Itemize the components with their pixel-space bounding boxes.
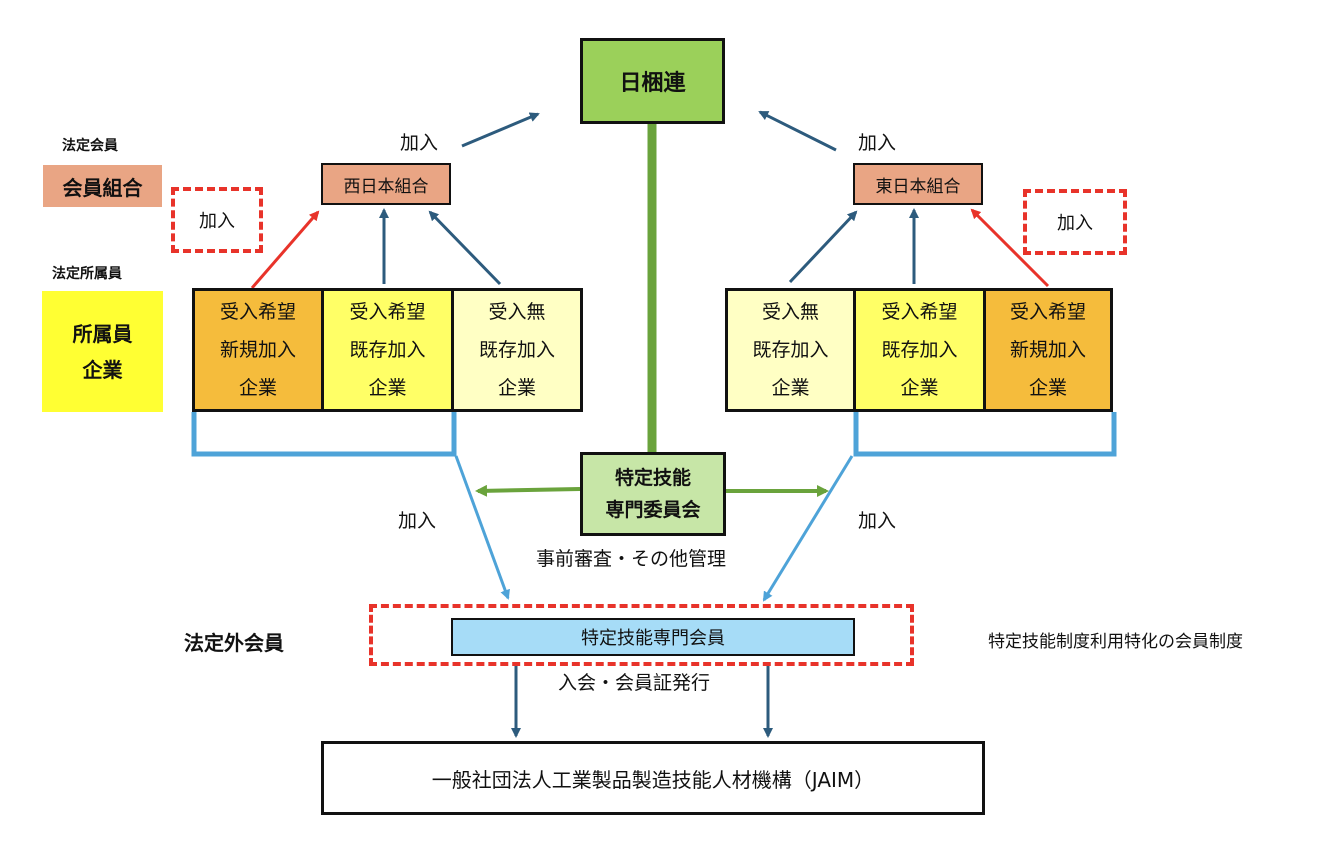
west-dashed-join-box: 加入 — [171, 187, 263, 253]
arrow-east-c1 — [788, 210, 858, 284]
member-caption: 入会・会員証発行 — [558, 672, 711, 694]
shozokuin-line2: 企業 — [82, 357, 123, 382]
west-lower-join-label: 加入 — [398, 510, 437, 532]
non-statutory-label: 法定外会員 — [184, 631, 284, 655]
west-company-3-l3: 企業 — [497, 377, 536, 399]
committee-box: 特定技能 専門委員会 — [580, 452, 726, 536]
west-union-label: 西日本組合 — [343, 176, 429, 197]
east-company-3: 受入希望 新規加入 企業 — [983, 288, 1113, 412]
west-company-2: 受入希望 既存加入 企業 — [321, 288, 454, 412]
east-bracket — [853, 412, 1117, 457]
member-box-label: 特定技能専門会員 — [581, 628, 725, 649]
east-company-2-l1: 受入希望 — [881, 301, 958, 323]
west-dashed-join-label: 加入 — [199, 211, 235, 232]
arrow-west-c1 — [250, 210, 320, 289]
arrow-west-to-nikkonren — [461, 112, 540, 148]
west-company-3-l2: 既存加入 — [478, 339, 555, 361]
committee-caption: 事前審査・その他管理 — [536, 548, 727, 570]
kaiin-kumiai-badge: 会員組合 — [43, 165, 162, 207]
side-note: 特定技能制度利用特化の会員制度 — [988, 632, 1243, 652]
member-box: 特定技能専門会員 — [451, 618, 855, 656]
east-company-3-l1: 受入希望 — [1009, 301, 1086, 323]
west-company-1-l2: 新規加入 — [219, 339, 296, 361]
east-join-label: 加入 — [858, 132, 897, 154]
east-dashed-join-label: 加入 — [1057, 213, 1093, 234]
hotei-kaiin-label: 法定会員 — [62, 138, 118, 154]
west-company-3: 受入無 既存加入 企業 — [451, 288, 583, 412]
hotei-shozokuin-label: 法定所属員 — [52, 266, 122, 282]
committee-line2: 専門委員会 — [605, 499, 701, 521]
blue-arrow-west — [454, 455, 510, 600]
east-company-2-l2: 既存加入 — [881, 339, 958, 361]
east-company-3-l3: 企業 — [1028, 377, 1067, 399]
east-company-1-l2: 既存加入 — [752, 339, 829, 361]
non-statutory-dashed-frame — [369, 604, 914, 666]
west-company-2-l3: 企業 — [368, 377, 407, 399]
east-company-1: 受入無 既存加入 企業 — [725, 288, 856, 412]
west-company-2-l2: 既存加入 — [349, 339, 426, 361]
arrow-east-c3 — [970, 208, 1050, 288]
west-company-2-l1: 受入希望 — [349, 301, 426, 323]
arrow-west-c3 — [428, 210, 502, 286]
east-lower-join-label: 加入 — [858, 510, 897, 532]
east-company-2-l3: 企業 — [900, 377, 939, 399]
shozokuin-line1: 所属員 — [72, 321, 133, 346]
committee-line1: 特定技能 — [614, 467, 691, 489]
west-company-1-l3: 企業 — [238, 377, 277, 399]
shozokuin-badge: 所属員 企業 — [42, 291, 163, 412]
nikkonren-label: 日梱連 — [619, 71, 686, 96]
green-arrow-left — [475, 484, 581, 497]
east-company-2: 受入希望 既存加入 企業 — [853, 288, 986, 412]
east-company-1-l3: 企業 — [771, 377, 810, 399]
nikkonren-box: 日梱連 — [580, 38, 725, 124]
jaim-label: 一般社団法人工業製品製造技能人材機構（JAIM） — [431, 767, 875, 792]
east-union-box: 東日本組合 — [853, 163, 983, 205]
west-company-1: 受入希望 新規加入 企業 — [192, 288, 324, 412]
east-company-3-l2: 新規加入 — [1009, 339, 1086, 361]
east-union-label: 東日本組合 — [875, 176, 961, 197]
west-bracket — [191, 412, 457, 457]
west-union-box: 西日本組合 — [321, 163, 451, 205]
arrow-east-to-nikkonren — [758, 110, 837, 152]
west-join-label: 加入 — [400, 132, 439, 154]
east-company-1-l1: 受入無 — [761, 301, 819, 323]
blue-arrow-east — [762, 455, 854, 602]
west-company-3-l1: 受入無 — [488, 301, 546, 323]
kaiin-kumiai-label: 会員組合 — [62, 175, 143, 200]
east-dashed-join-box: 加入 — [1023, 189, 1127, 255]
west-company-1-l1: 受入希望 — [219, 301, 296, 323]
jaim-box: 一般社団法人工業製品製造技能人材機構（JAIM） — [321, 741, 985, 815]
